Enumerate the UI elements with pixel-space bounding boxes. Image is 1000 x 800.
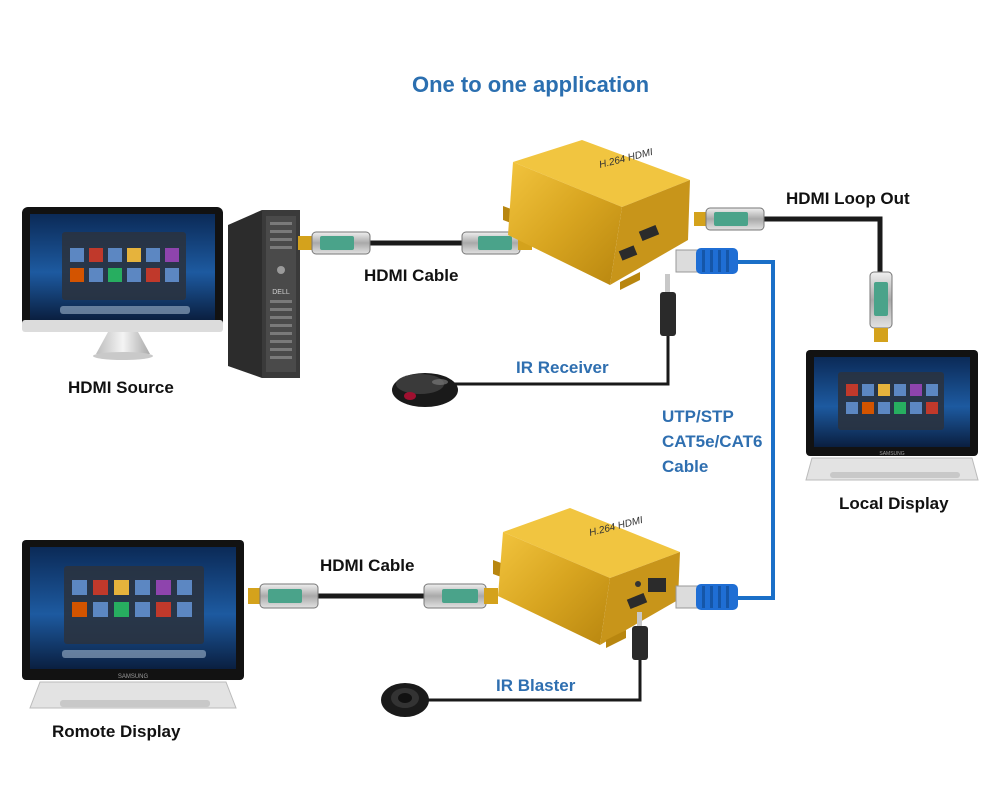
diagram-title: One to one application (412, 72, 650, 97)
decoder-device: H.264 HDMI (493, 508, 680, 648)
ir-blaster-cable (425, 655, 642, 702)
hdmi-plug-loop-out (694, 207, 765, 231)
rj45-connector-top (675, 248, 738, 274)
pc-brand-text: DELL (272, 289, 290, 296)
hdmi-plug-right-bottom (423, 583, 498, 609)
hdmi-loop-out-label: HDMI Loop Out (786, 189, 910, 208)
source-monitor (22, 207, 223, 360)
rj45-connector-bottom (675, 584, 738, 610)
hdmi-plug-left-top (298, 231, 371, 255)
local-display-label: Local Display (839, 494, 949, 513)
hdmi-plug-local-display (869, 271, 893, 342)
remote-display-label: Romote Display (52, 722, 181, 741)
hdmi-loop-cable (760, 216, 883, 275)
hdmi-source-label: HDMI Source (68, 378, 174, 397)
remote-display-monitor: SAMSUNG (22, 540, 244, 709)
audio-jack-top (660, 274, 676, 336)
hdmi-cable-top-label: HDMI Cable (364, 266, 459, 285)
audio-jack-bottom (632, 612, 648, 660)
remote-display-brand: SAMSUNG (118, 674, 149, 680)
local-display-brand: SAMSUNG (879, 451, 904, 457)
ir-blaster-device (381, 683, 429, 717)
ir-receiver-cable (450, 330, 670, 386)
hdmi-cable-bottom-label: HDMI Cable (320, 556, 415, 575)
utp-cable-label: UTP/STP CAT5e/CAT6 Cable (662, 407, 763, 476)
lan-cable (736, 260, 775, 600)
ir-receiver-device (392, 373, 458, 407)
ir-receiver-label: IR Receiver (516, 358, 609, 377)
hdmi-plug-left-bottom (248, 583, 319, 609)
pc-tower: DELL (228, 210, 300, 378)
ir-blaster-label: IR Blaster (496, 676, 576, 695)
local-display-monitor: SAMSUNG (805, 350, 979, 481)
encoder-device: H.264 HDMI (503, 140, 690, 290)
